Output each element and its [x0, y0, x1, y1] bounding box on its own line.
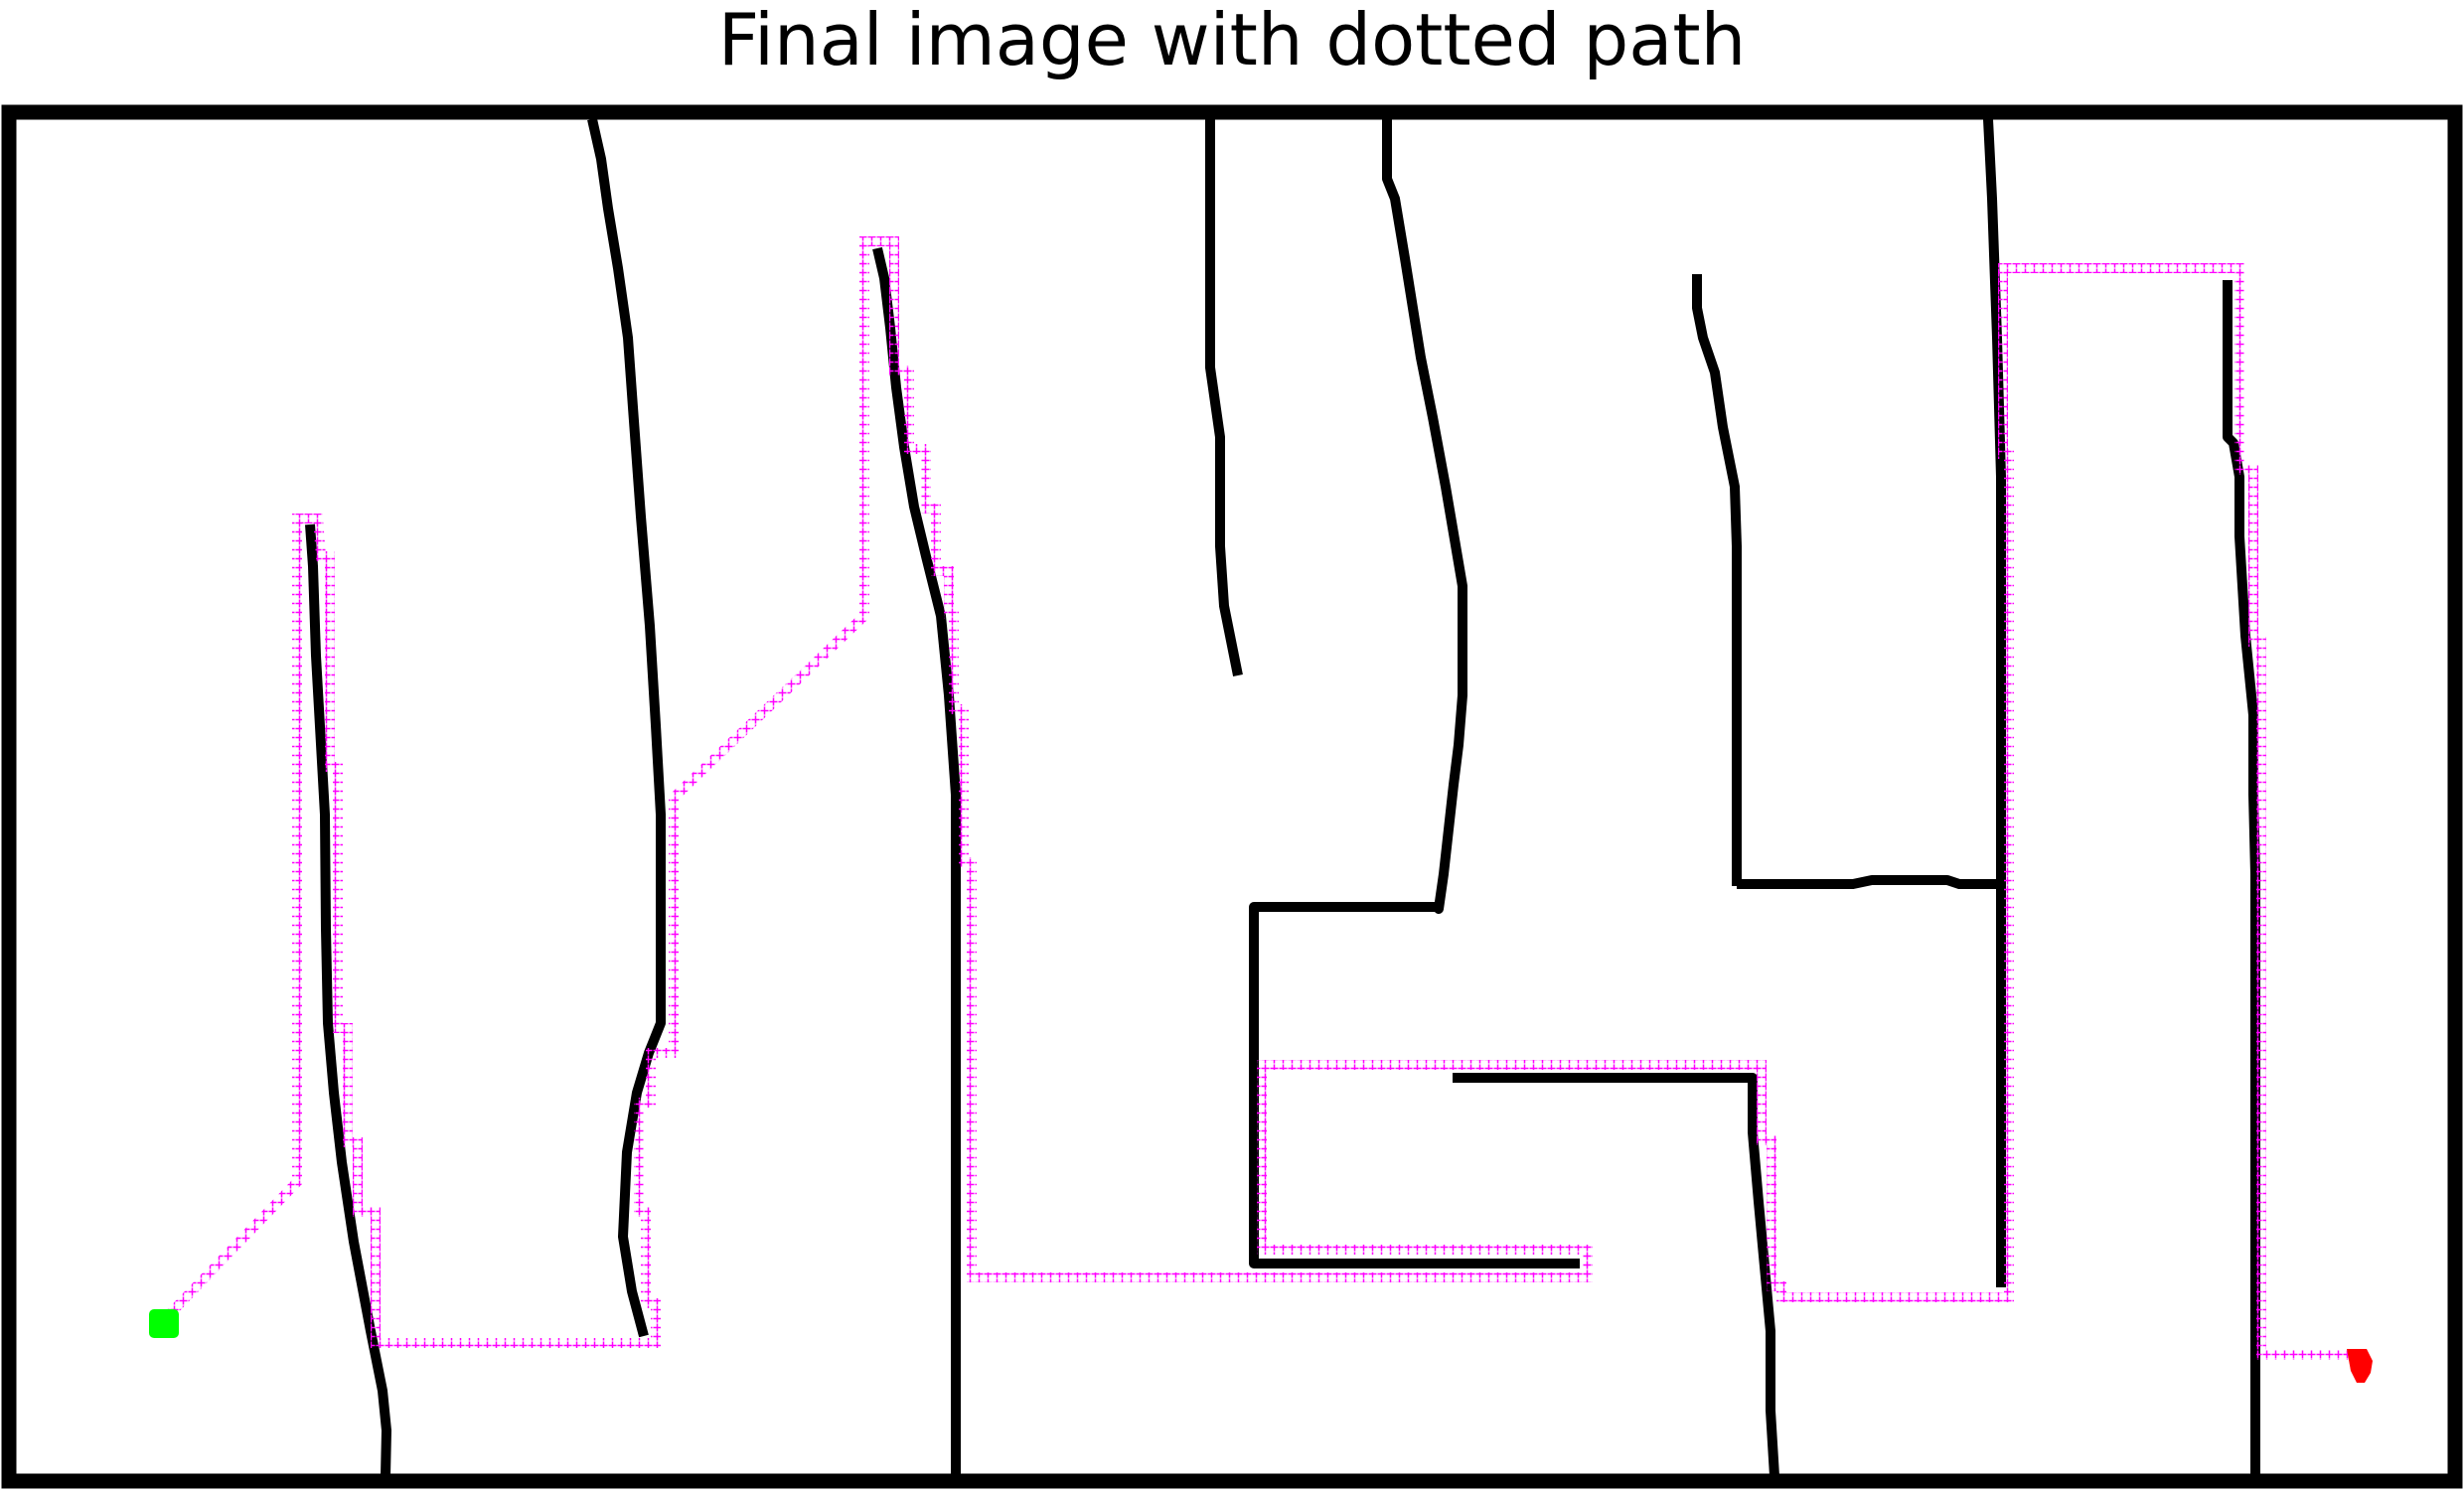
end-marker — [2347, 1349, 2373, 1383]
figure-title: Final image with dotted path — [717, 0, 1747, 81]
maze-frame — [1, 104, 2463, 1489]
solution-path — [155, 236, 2366, 1360]
solution-path-segment — [155, 236, 2366, 1360]
maze-wall — [587, 117, 666, 1338]
maze-wall — [1737, 875, 1997, 889]
maze-wall — [305, 523, 391, 1477]
maze-walls — [305, 117, 2260, 1477]
maze-wall — [1205, 119, 1243, 676]
start-marker — [149, 1309, 179, 1338]
maze-wall — [1453, 1073, 1779, 1477]
maze-wall — [1249, 119, 1580, 1268]
maze-wall — [2223, 280, 2260, 1476]
maze-wall — [1983, 118, 2006, 1287]
maze-wall — [1692, 274, 1742, 886]
